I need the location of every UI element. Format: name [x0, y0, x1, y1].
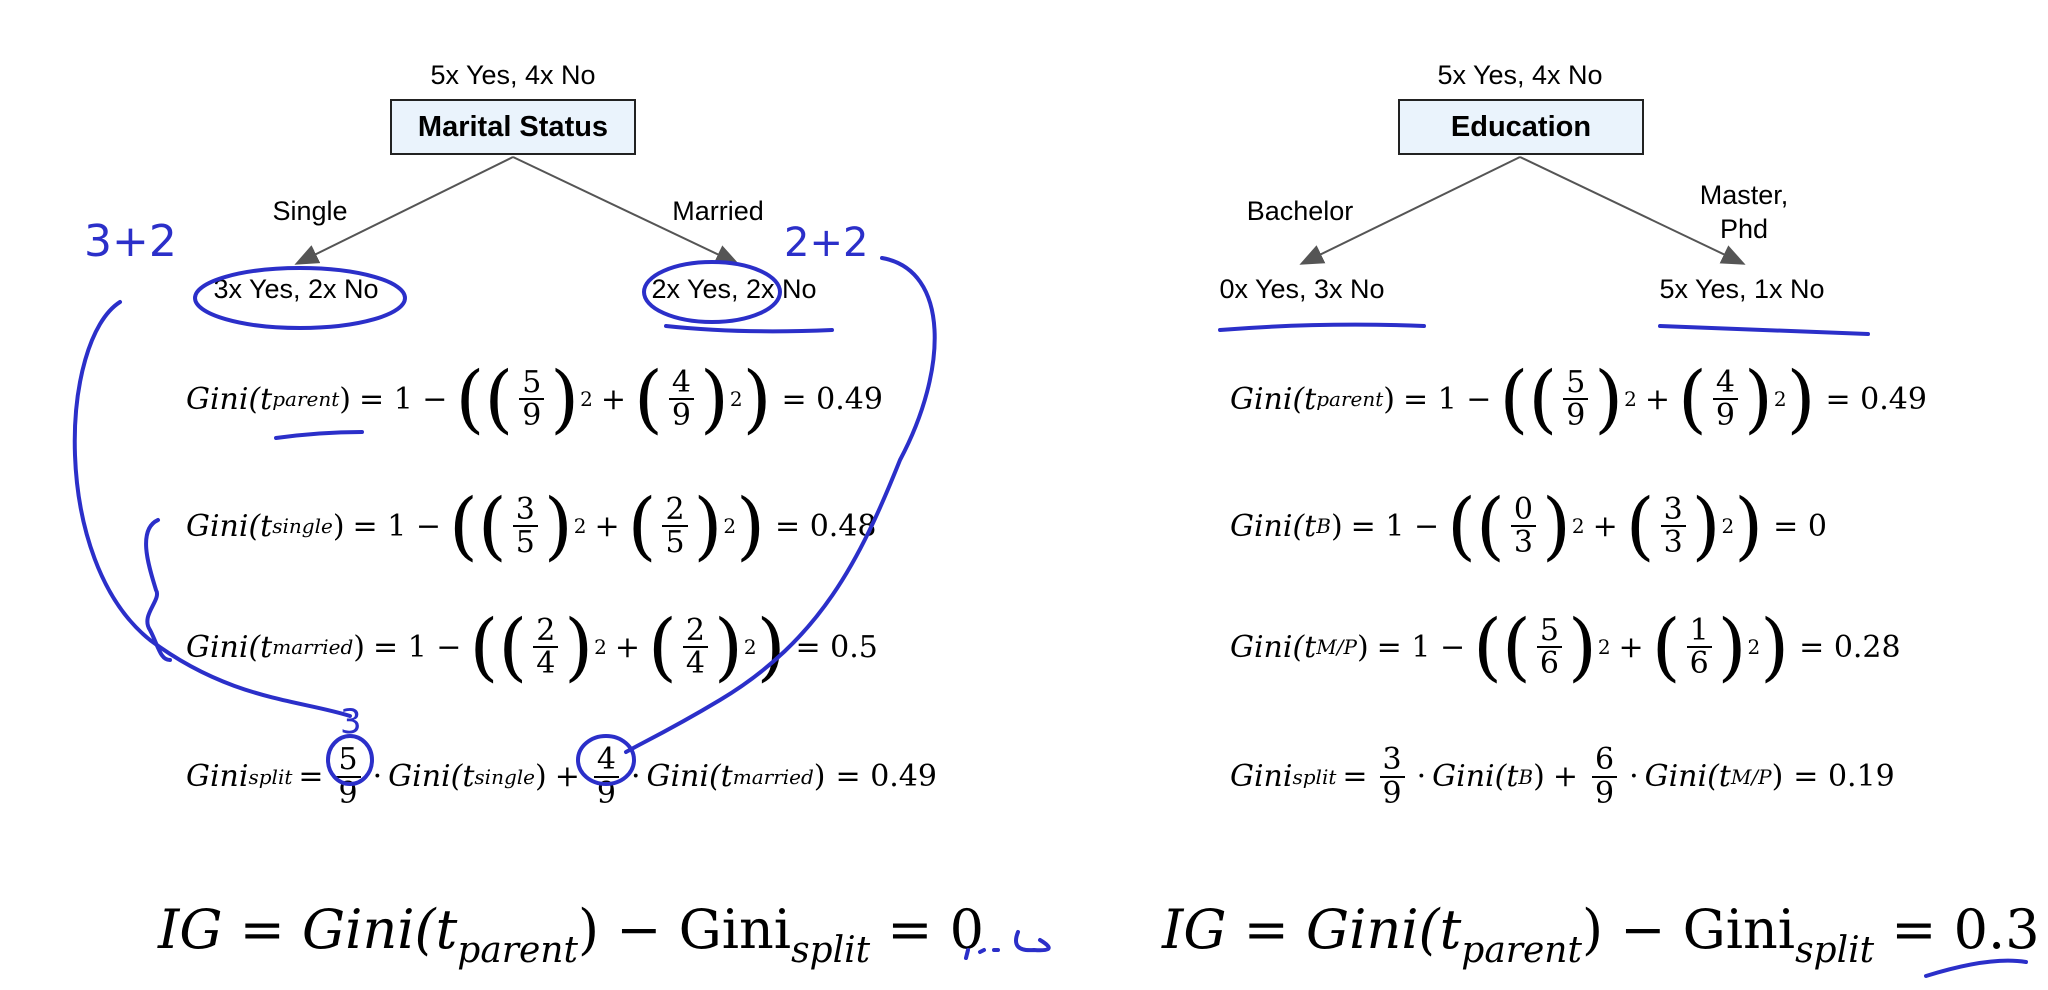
ink-circle-single	[193, 266, 407, 330]
right-edge-master-phd	[1519, 156, 1746, 265]
right-leaf-master-phd: 5x Yes, 1x No	[1659, 274, 1825, 304]
branch-line-1: Master,	[1699, 180, 1789, 210]
right-root-node: Education	[1398, 99, 1644, 155]
left-root-node: Marital Status	[390, 99, 636, 155]
left-leaf-single: 3x Yes, 2x No	[213, 274, 379, 304]
ink-underline-master-leaf	[1658, 324, 1870, 336]
right-branch-master-phd: Master, Phd	[1700, 178, 1789, 246]
ink-brace	[144, 518, 172, 662]
left-panel: 5x Yes, 4x No Marital Status Single Marr…	[158, 60, 984, 971]
right-root-counts: 5x Yes, 4x No	[1437, 60, 1603, 90]
ink-note-3: 3	[340, 702, 362, 742]
branch-line-2: Phd	[1719, 214, 1769, 244]
left-edge-single	[294, 156, 514, 265]
hand-annotations	[72, 256, 2028, 978]
ink-underline-married	[664, 324, 834, 334]
ink-note-3plus2: 3+2	[84, 216, 177, 267]
right-information-gain: IG = Gini(tparent) − Ginisplit = 0.3	[1162, 898, 2040, 971]
ink-underline-parent	[274, 430, 364, 440]
ink-curve-left	[72, 300, 352, 718]
left-root-counts: 5x Yes, 4x No	[430, 60, 596, 90]
ink-note-2plus2: 2+2	[784, 220, 868, 266]
left-branch-married: Married	[672, 196, 764, 226]
ink-circle-w5	[326, 734, 374, 786]
ink-underline-bachelor-leaf	[1218, 322, 1426, 332]
right-panel: 5x Yes, 4x No Education Bachelor Master,…	[1024, 0, 2048, 990]
ink-result-scribble	[964, 930, 1051, 960]
ink-underline-ig-result	[1924, 958, 2028, 978]
right-leaf-bachelor: 0x Yes, 3x No	[1219, 274, 1385, 304]
ink-circle-married	[642, 260, 782, 324]
ink-curve-right	[624, 256, 937, 754]
left-edge-married	[512, 156, 740, 265]
ink-circle-w4	[576, 734, 636, 786]
left-leaf-married: 2x Yes, 2x No	[651, 274, 817, 304]
right-branch-bachelor: Bachelor	[1246, 196, 1354, 226]
left-branch-single: Single	[272, 196, 348, 226]
right-edge-bachelor	[1299, 156, 1521, 265]
